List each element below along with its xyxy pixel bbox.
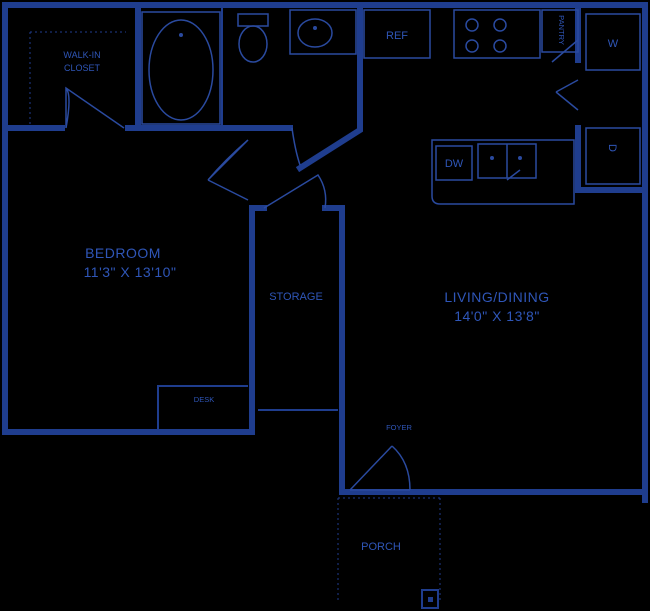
burner-2 (493, 18, 507, 32)
tub-drain (179, 33, 183, 37)
burner-1 (465, 18, 479, 32)
washer-box (585, 13, 641, 71)
toilet-bowl (238, 25, 268, 63)
dryer-label: D (606, 144, 618, 152)
refrigerator-box (363, 9, 431, 59)
dryer-box (585, 127, 641, 185)
porch-post-inner (428, 597, 433, 602)
storage-wall (249, 205, 648, 495)
vanity (289, 9, 357, 55)
bath-fixtures (141, 9, 357, 125)
porch-label: PORCH (361, 541, 401, 553)
top-wall (135, 2, 648, 503)
closet-label-line1: WALK-IN (63, 50, 100, 60)
storage-label: STORAGE (269, 291, 323, 303)
tub-basin (148, 19, 214, 121)
kitchen-counter (431, 139, 575, 205)
laundry (585, 13, 641, 185)
vanity-sink (297, 18, 333, 48)
foyer-label: FOYER (386, 423, 412, 432)
burner-4 (493, 39, 507, 53)
burner-3 (465, 39, 479, 53)
closet-shelf-line (29, 31, 126, 125)
kitchen (363, 9, 579, 205)
tub-outline (141, 11, 221, 125)
sink-drain-1 (490, 156, 494, 160)
bedroom-door (207, 139, 249, 201)
refrigerator-label: REF (386, 30, 408, 42)
pantry-box (541, 9, 579, 53)
bath-right-wall (295, 2, 363, 173)
dishwasher-label: DW (445, 158, 464, 170)
range (453, 9, 541, 59)
windows (64, 431, 582, 493)
pantry-door (551, 39, 579, 111)
bedroom-label: BEDROOM (85, 245, 161, 261)
faucet (506, 169, 521, 181)
porch-outline (337, 497, 441, 600)
pantry-label: PANTRY (557, 15, 566, 45)
bath-door (291, 127, 301, 166)
porch-post (421, 589, 439, 609)
washer-label: W (608, 38, 619, 50)
dishwasher-box (435, 145, 473, 181)
closet-door (65, 86, 125, 129)
living-label: LIVING/DINING (444, 289, 549, 305)
laundry-wall (575, 2, 648, 193)
labels: WALK-IN CLOSET BEDROOM 11'3" X 13'10" LI… (63, 15, 618, 553)
doors (65, 39, 579, 491)
desk-label: DESK (194, 395, 214, 404)
entry-door (349, 445, 411, 491)
desk-outline (157, 385, 248, 430)
toilet-tank (237, 13, 269, 27)
living-dims: 14'0" X 13'8" (454, 308, 540, 324)
storage-door (263, 173, 327, 209)
bedroom-dims: 11'3" X 13'10" (84, 264, 177, 280)
sink-drain (313, 26, 317, 30)
sink-drain-2 (518, 156, 522, 160)
closet-label-line2: CLOSET (64, 63, 101, 73)
